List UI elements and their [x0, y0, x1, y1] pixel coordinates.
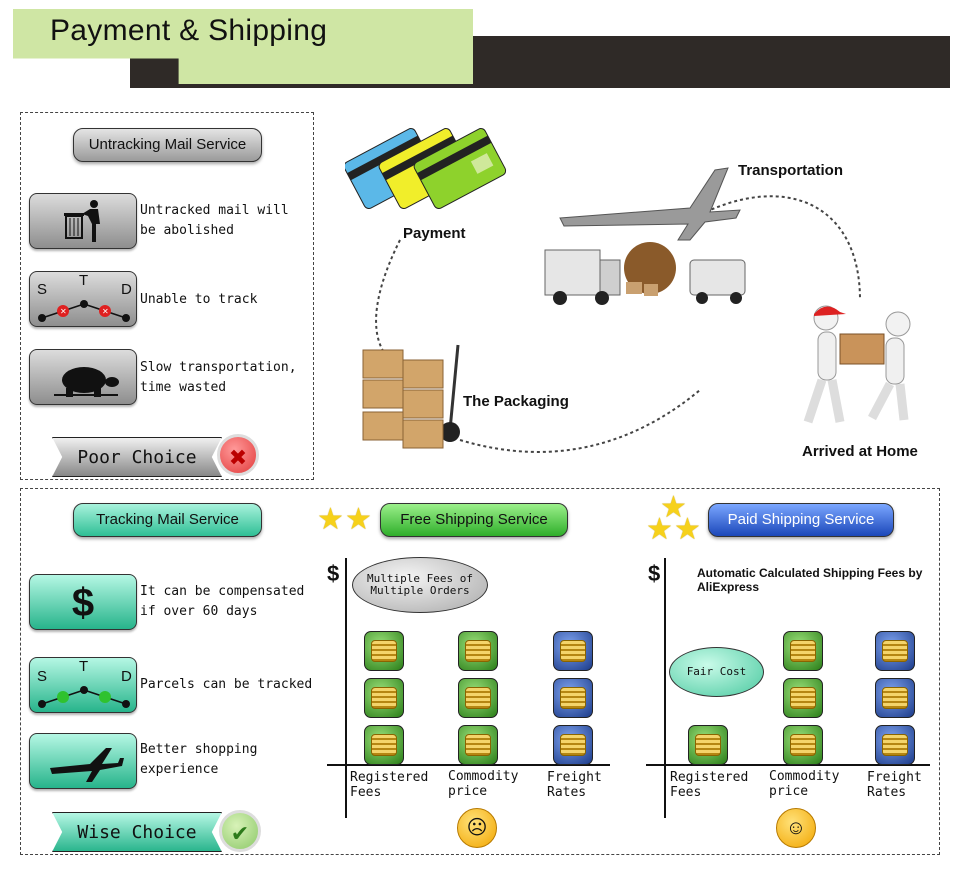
payment-label: Payment	[403, 225, 466, 242]
coin-stack-icon	[553, 725, 593, 765]
star-icon: ★	[660, 491, 687, 524]
star-icon: ★	[345, 503, 372, 536]
coin-stack-icon	[458, 725, 498, 765]
coin-stack-icon	[364, 678, 404, 718]
paid-dollar-label: $	[648, 561, 661, 586]
tracked-item-3-text: Better shopping experience	[140, 742, 258, 777]
packaging-icon	[362, 344, 460, 449]
coin-stack-icon	[783, 725, 823, 765]
untracked-item-2-text: Unable to track	[140, 292, 258, 307]
untracked-route-tile: ✕✕	[29, 271, 137, 327]
fair-cost-bubble: Fair Cost	[669, 647, 764, 697]
happy-face-icon: ☺	[776, 808, 816, 848]
coin-stack-icon	[783, 678, 823, 718]
coin-stack-icon	[364, 631, 404, 671]
paid-auto-note: Automatic Calculated Shipping Fees by Al…	[697, 566, 923, 594]
process-diagram	[375, 195, 861, 453]
tracked-item-1-text: It can be compensated if over 60 days	[140, 584, 305, 619]
svg-text:✕: ✕	[60, 307, 67, 316]
star-icon: ★	[674, 513, 701, 546]
paid-shipping-title: Paid Shipping Service	[708, 503, 894, 537]
tracked-route-letter-d: D	[121, 668, 132, 685]
tracked-route-tile	[29, 657, 137, 713]
route-untracked-icon: ✕✕	[38, 300, 130, 322]
airplane-tile	[29, 733, 137, 789]
payment-cards-icon	[345, 128, 507, 210]
packaging-label: The Packaging	[463, 393, 569, 410]
arrived-home-icon	[803, 305, 911, 424]
cross-icon: ✖	[217, 434, 259, 476]
free-x-axis	[327, 764, 610, 766]
tracked-route-letter-s: S	[37, 668, 48, 685]
star-icon: ★	[317, 503, 344, 536]
coin-stack-icon	[783, 631, 823, 671]
coin-stack-icon	[553, 631, 593, 671]
transportation-label: Transportation	[738, 162, 844, 179]
route-letter-t: T	[79, 272, 89, 289]
airplane-icon	[50, 748, 124, 782]
coin-stack-icon	[875, 678, 915, 718]
page-title: Payment & Shipping	[50, 14, 328, 47]
route-letter-s: S	[37, 281, 48, 298]
free-dollar-label: $	[327, 561, 340, 586]
check-icon: ✔	[219, 810, 261, 852]
svg-text:✕: ✕	[102, 307, 109, 316]
paid-y-axis	[664, 558, 666, 818]
untracking-mail-title: Untracking Mail Service	[73, 128, 262, 162]
star-icon: ★	[646, 513, 673, 546]
transportation-icon	[544, 167, 746, 305]
route-tracked-icon	[38, 686, 130, 708]
dollar-icon: $	[29, 574, 137, 630]
tracking-mail-title: Tracking Mail Service	[73, 503, 262, 537]
arrived-label: Arrived at Home	[802, 443, 918, 460]
coin-stack-icon	[553, 678, 593, 718]
sad-face-icon: ☹	[457, 808, 497, 848]
trash-tile	[29, 193, 137, 249]
coin-stack-icon	[458, 678, 498, 718]
route-letter-d: D	[121, 281, 132, 298]
tracked-panel	[20, 488, 940, 855]
coin-stack-icon	[688, 725, 728, 765]
untracked-item-3-text: Slow transportation, time wasted	[140, 360, 297, 395]
tracked-route-letter-t: T	[79, 658, 89, 675]
turtle-icon	[54, 367, 119, 397]
turtle-tile	[29, 349, 137, 405]
free-y-axis	[345, 558, 347, 818]
trash-icon	[64, 200, 100, 242]
poor-choice-banner: Poor Choice	[52, 437, 222, 477]
coin-stack-icon	[875, 631, 915, 671]
tracked-item-2-text: Parcels can be tracked	[140, 677, 313, 692]
coin-stack-icon	[875, 725, 915, 765]
free-shipping-title: Free Shipping Service	[380, 503, 568, 537]
untracked-item-1-text: Untracked mail will be abolished	[140, 203, 289, 238]
wise-choice-banner: Wise Choice	[52, 812, 222, 852]
untracked-panel	[20, 112, 314, 480]
paid-x-axis	[646, 764, 930, 766]
coin-stack-icon	[458, 631, 498, 671]
coin-stack-icon	[364, 725, 404, 765]
